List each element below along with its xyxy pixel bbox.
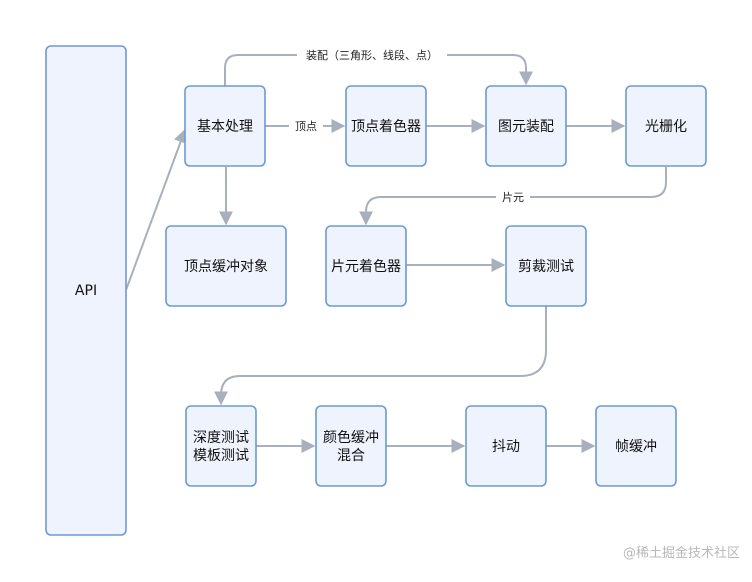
node-basic-processing-label: 基本处理	[197, 118, 253, 135]
edge-labels: 装配（三角形、线段、点） 顶点 片元	[289, 47, 530, 205]
edge-label-assembly: 装配（三角形、线段、点）	[306, 48, 438, 62]
node-dithering-label: 抖动	[492, 439, 520, 455]
node-frame-buffer-label: 帧缓冲	[615, 439, 657, 455]
node-vertex-shader: 顶点着色器	[345, 85, 427, 167]
node-scissor-test: 剪裁测试	[505, 225, 587, 307]
node-fragment-shader: 片元着色器	[325, 225, 407, 307]
node-primitive-assembly-label: 图元装配	[498, 119, 554, 135]
edge-label-fragments: 片元	[502, 191, 524, 204]
node-basic-processing: 基本处理	[184, 85, 266, 167]
node-vertex-buffer-object: 顶点缓冲对象	[165, 225, 287, 307]
edge-api-to-basic	[125, 128, 188, 291]
node-color-buffer-blend: 颜色缓冲 混合	[315, 405, 387, 487]
node-api-label: API	[75, 283, 97, 299]
node-vertex-shader-label: 顶点着色器	[351, 118, 421, 135]
watermark: @稀土掘金技术社区	[623, 545, 740, 561]
node-primitive-assembly: 图元装配	[485, 85, 567, 167]
node-depth-stencil-test: 深度测试 模板测试	[185, 405, 257, 487]
node-rasterization-label: 光栅化	[645, 119, 687, 135]
edge-label-vertices: 顶点	[295, 120, 317, 133]
node-blend-label: 混合	[337, 448, 365, 464]
node-fragment-shader-label: 片元着色器	[331, 258, 401, 275]
node-vertex-buffer-object-label: 顶点缓冲对象	[184, 259, 268, 275]
edge-scissor-to-depth	[214, 306, 547, 406]
node-color-buffer-label: 颜色缓冲	[323, 429, 379, 446]
node-dithering: 抖动	[465, 405, 547, 487]
node-scissor-test-label: 剪裁测试	[518, 259, 574, 275]
node-frame-buffer: 帧缓冲	[595, 405, 677, 487]
node-rasterization: 光栅化	[625, 85, 707, 167]
node-api: API	[45, 45, 127, 536]
node-depth-test-label: 深度测试	[193, 430, 249, 446]
node-stencil-test-label: 模板测试	[193, 448, 249, 464]
